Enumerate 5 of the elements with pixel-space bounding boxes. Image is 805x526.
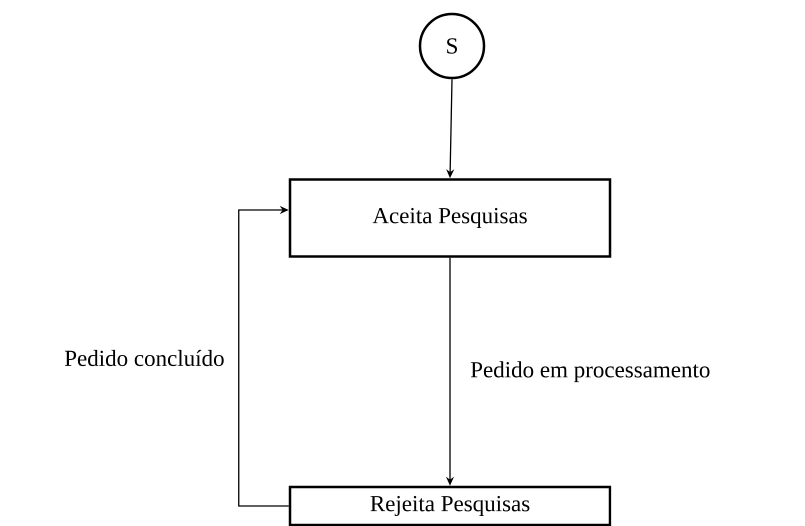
edge-label: Pedido concluído [64,350,224,366]
state-box: Rejeita Pesquisas [288,486,612,526]
arrow [238,206,289,507]
edge-label: Pedido em processamento [470,361,710,382]
state-box: Aceita Pesquisas [288,178,612,258]
